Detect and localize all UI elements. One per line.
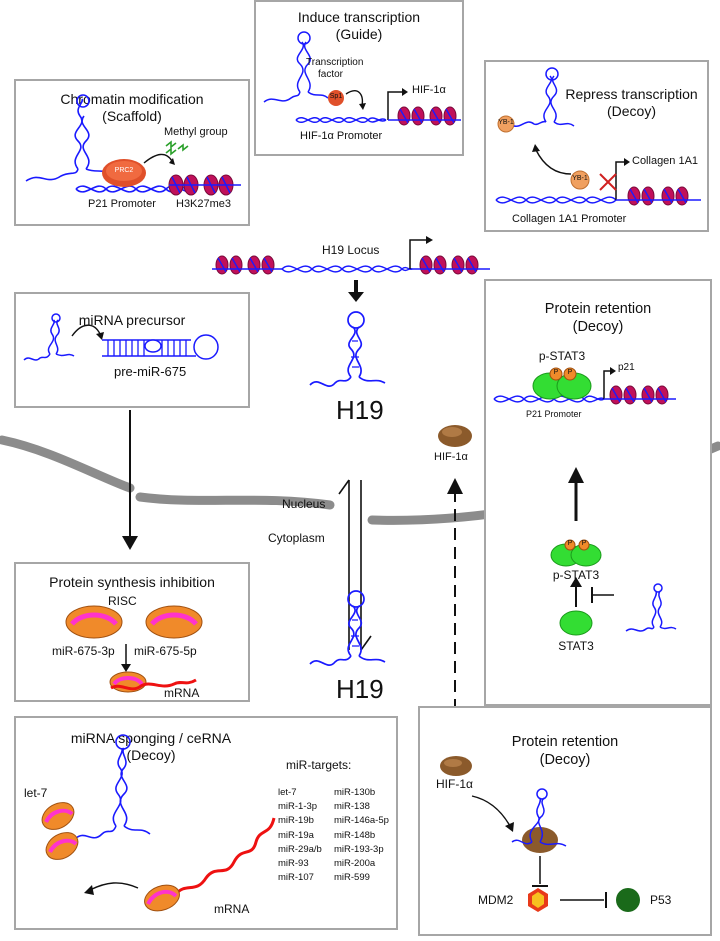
mir-target: miR-93 (278, 858, 309, 870)
sponging-diagram (41, 734, 276, 912)
hif-diagram (440, 756, 640, 912)
p21-promoter-label: P21 Promoter (88, 198, 156, 210)
protein-synthesis-inhibition-panel: Protein synthesis inhibition RISC miR-67… (14, 562, 250, 702)
mir-675-5p-label: miR-675-5p (134, 644, 197, 658)
induce-transcription-panel: Induce transcription (Guide) Transcripti… (254, 0, 464, 156)
panel-subtitle: (Decoy) (572, 319, 624, 335)
mir-target: miR-29a/b (278, 843, 322, 855)
pstat3-label: p-STAT3 (538, 349, 586, 363)
mir-target: miR-1-3p (278, 801, 318, 813)
protein-retention-hif-panel: Protein retention (Decoy) HIF-1α MDM2 P5… (418, 706, 712, 936)
precursor-diagram (23, 313, 219, 361)
h19-nucleus-label: H19 (336, 395, 384, 425)
mir-targets-col2: miR-130b miR-138 miR-146a-5p miR-148b mi… (334, 786, 389, 885)
let7-label: let-7 (24, 786, 48, 800)
mir-target: miR-146a-5p (334, 815, 389, 827)
yb1-label-bound: YB-1 (498, 119, 514, 126)
panel-subtitle: (Decoy) (539, 752, 591, 768)
panel-title: Repress transcription (565, 86, 698, 102)
pre-mir-675-label: pre-miR-675 (114, 364, 187, 379)
mir-target: miR-19a (278, 829, 314, 841)
mir-target: miR-130b (334, 787, 376, 798)
h19-locus-label: H19 Locus (322, 243, 380, 257)
pstat3-lower-label: p-STAT3 (552, 568, 600, 582)
collagen-promoter-label: Collagen 1A1 Promoter (512, 213, 627, 225)
risc-label: RISC (108, 594, 137, 608)
collagen-gene-label: Collagen 1A1 (632, 155, 699, 167)
prc2-label: PRC2 (114, 167, 134, 174)
mir-targets-title: miR-targets: (286, 758, 352, 772)
mir-target: miR-19b (278, 815, 314, 827)
methyl-group-label: Methyl group (164, 126, 228, 138)
protein-retention-stat3-panel: Protein retention (Decoy) (484, 279, 712, 706)
induce-diagram (263, 31, 461, 126)
synthesis-diagram (65, 605, 203, 693)
phospho-label-3: P (567, 540, 573, 547)
hif1a-protein-icon (438, 425, 472, 447)
chromatin-diagram (25, 94, 241, 196)
hif1a-label: HIF-1α (436, 777, 473, 791)
mirna-precursor-panel: miRNA precursor pre-miR-675 (14, 292, 250, 408)
sp1-label: Sp1 (329, 93, 343, 100)
stat3-diagram (493, 367, 677, 636)
repress-transcription-panel: Repress transcription (Decoy) YB-1 YB-1 … (484, 60, 709, 232)
mir-target: miR-599 (334, 872, 370, 884)
yb1-label: YB-1 (572, 175, 588, 182)
panel-title: Induce transcription (297, 9, 421, 25)
mir-target: miR-148b (334, 829, 376, 841)
h19-nucleus-rna (309, 311, 386, 387)
phospho-label-1: P (553, 369, 559, 376)
h3k27me3-label: H3K27me3 (176, 198, 232, 210)
panel-title: Chromatin modification (60, 91, 204, 107)
h19-cytoplasm-rna (309, 590, 386, 666)
mir-target: miR-193-3p (334, 843, 384, 855)
panel-title: Protein retention (544, 301, 652, 317)
mrna-label: mRNA (214, 902, 250, 916)
hif1a-promoter-label: HIF-1α Promoter (300, 130, 383, 142)
phospho-label-2: P (567, 369, 573, 376)
panel-subtitle: (Decoy) (606, 103, 656, 119)
hif1a-gene-label: HIF-1α (412, 84, 446, 96)
panel-subtitle: (Decoy) (126, 747, 176, 763)
p21-gene-label: p21 (618, 362, 635, 373)
precursor-to-synthesis-arrow (122, 410, 138, 550)
mir-target: miR-138 (334, 801, 370, 813)
chromatin-modification-panel: Chromatin modification (Scaffold) (14, 79, 250, 226)
panel-title: miRNA sponging / ceRNA (70, 730, 232, 746)
panel-title: miRNA precursor (78, 312, 186, 328)
cytoplasm-label: Cytoplasm (268, 531, 325, 545)
panel-subtitle: (Scaffold) (102, 108, 162, 124)
phospho-label-4: P (581, 540, 587, 547)
mir-target: let-7 (278, 787, 297, 798)
hif1a-transport-arrow (447, 478, 463, 730)
mrna-label: mRNA (164, 686, 200, 700)
stat3-label: STAT3 (558, 639, 594, 653)
panel-title: Protein synthesis inhibition (49, 574, 215, 590)
transcription-factor-label: Transcription (306, 57, 364, 68)
mir-target: miR-200a (334, 858, 376, 870)
mir-targets-col1: let-7 miR-1-3p miR-19b miR-19a miR-29a/b… (278, 786, 322, 885)
p21-promoter-label: P21 Promoter (526, 409, 582, 419)
h19-cytoplasm-label: H19 (336, 674, 384, 704)
hif1a-nucleus-label: HIF-1α (434, 451, 468, 463)
nucleus-label: Nucleus (282, 497, 326, 511)
transcription-factor-label-2: factor (318, 69, 344, 80)
mirna-sponging-panel: miRNA sponging / ceRNA (Decoy) let-7 mRN… (14, 716, 398, 930)
mdm2-label: MDM2 (478, 893, 514, 907)
mir-675-3p-label: miR-675-3p (52, 644, 115, 658)
h19-locus (212, 236, 490, 302)
p53-label: P53 (650, 893, 672, 907)
mir-target: miR-107 (278, 872, 314, 884)
panel-subtitle: (Guide) (335, 26, 383, 42)
panel-title: Protein retention (511, 734, 619, 750)
repress-diagram (495, 67, 701, 206)
